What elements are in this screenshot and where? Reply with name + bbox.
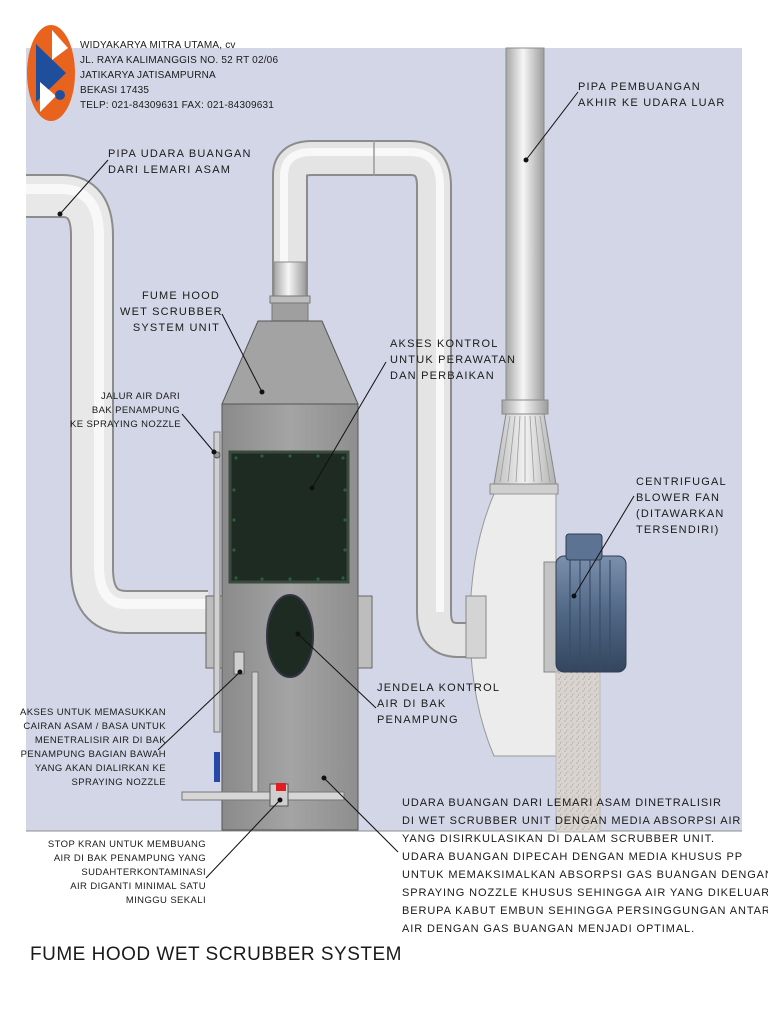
company-logo	[27, 25, 75, 121]
company-line: JATIKARYA JATISAMPURNA	[80, 70, 216, 81]
exhaust-pipe	[489, 47, 559, 495]
background-panel	[26, 48, 742, 831]
label-exhaust-pipe: PIPA PEMBUANGAN AKHIR KE UDARA LUAR	[578, 81, 726, 109]
inlet-pipe	[26, 174, 208, 634]
leader-lines	[57, 91, 635, 879]
company-line: BEKASI 17435	[80, 85, 150, 96]
label-inlet-pipe: PIPA UDARA BUANGAN DARI LEMARI ASAM	[108, 148, 252, 176]
scrubber-unit	[181, 320, 373, 831]
label-blower: CENTRIFUGAL BLOWER FAN (DITAWARKAN TERSE…	[636, 476, 727, 536]
blower-motor	[555, 533, 627, 673]
label-water-line: JALUR AIR DARI BAK PENAMPUNG KE SPRAYING…	[70, 391, 182, 430]
connecting-pipe	[269, 140, 470, 658]
company-line: TELP: 021-84309631 FAX: 021-84309631	[80, 100, 275, 111]
label-control-window: JENDELA KONTROL AIR DI BAK PENAMPUNG	[377, 682, 501, 726]
blower-fan	[465, 493, 601, 833]
label-drain-valve: STOP KRAN UNTUK MEMBUANG AIR DI BAK PENA…	[47, 839, 206, 906]
company-line: JL. RAYA KALIMANGGIS NO. 52 RT 02/06	[80, 55, 279, 66]
company-line: WIDYAKARYA MITRA UTAMA, cv	[80, 40, 236, 51]
label-fume-hood: FUME HOOD WET SCRUBBER SYSTEM UNIT	[120, 290, 223, 334]
label-chemical-access: AKSES UNTUK MEMASUKKAN CAIRAN ASAM / BAS…	[20, 707, 167, 788]
system-description: UDARA BUANGAN DARI LEMARI ASAM DINETRALI…	[402, 797, 768, 935]
page-title: FUME HOOD WET SCRUBBER SYSTEM	[30, 944, 403, 965]
label-access-control: AKSES KONTROL UNTUK PERAWATAN DAN PERBAI…	[390, 338, 517, 382]
company-info: WIDYAKARYA MITRA UTAMA, cv JL. RAYA KALI…	[80, 38, 278, 113]
